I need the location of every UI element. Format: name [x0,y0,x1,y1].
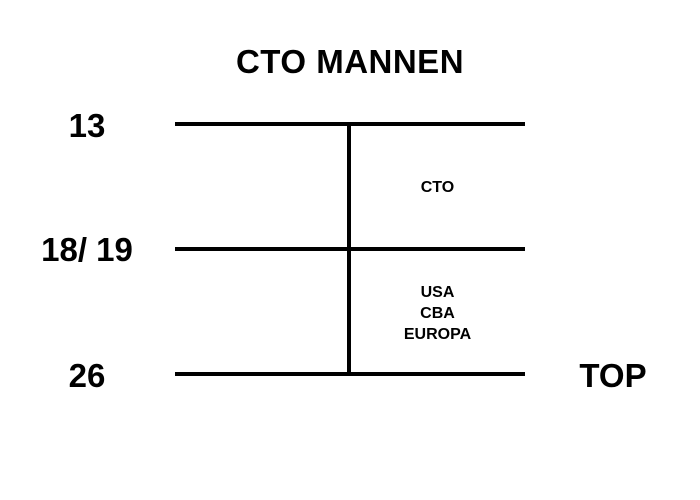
stage-label-cba: CBA [420,305,455,322]
age-label-26: 26 [68,357,106,394]
diagram-title: CTO MANNEN [235,43,465,80]
age-label-13: 13 [68,107,106,144]
horizontal-line-26 [175,372,525,376]
stage-label-usa: USA [420,284,455,301]
stage-label-europa: EUROPA [403,326,472,343]
end-label-top: TOP [579,357,647,394]
stage-cto-label: CTO [420,179,455,196]
stage-international-labels: USA CBA EUROPA [350,282,525,345]
age-label-18-19: 18/ 19 [41,231,133,268]
vertical-line [347,124,351,374]
